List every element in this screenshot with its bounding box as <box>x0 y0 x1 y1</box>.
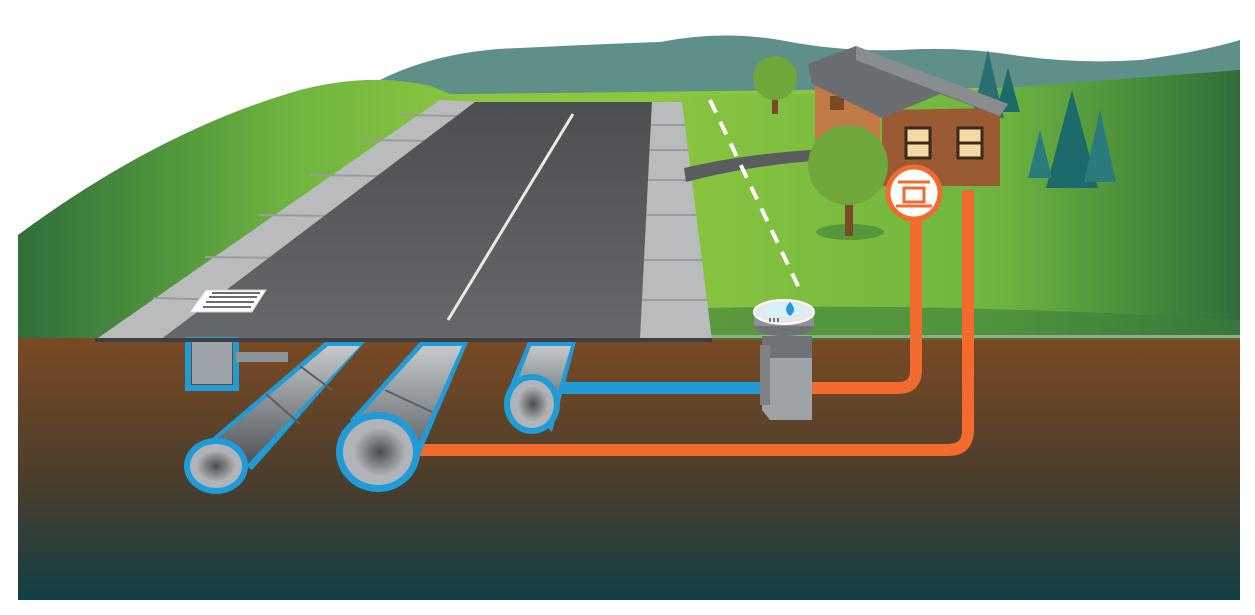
property-line <box>708 99 802 291</box>
road-surface <box>160 102 652 340</box>
front-tree <box>808 125 888 240</box>
catch-basin <box>185 337 288 391</box>
road-center-line <box>446 113 575 321</box>
back-tree <box>753 56 797 114</box>
water-main-pipe <box>504 342 576 434</box>
meter-vault <box>760 336 812 420</box>
water-meter-icon <box>753 299 815 336</box>
sewer-main-pipe <box>336 342 468 492</box>
pine-trees <box>972 50 1116 188</box>
storm-drain-grate-icon <box>189 289 267 313</box>
sewer-lateral-main <box>412 190 974 456</box>
left-hill <box>18 79 470 345</box>
left-sidewalk <box>95 100 480 340</box>
right-curb <box>640 102 712 340</box>
sewer-lateral-vault <box>808 210 922 394</box>
house-windows <box>904 126 984 160</box>
storm-pipe <box>184 342 365 494</box>
right-curb-joints <box>642 124 707 301</box>
sewer-cleanout-icon <box>885 164 943 222</box>
house-roof <box>808 46 1008 118</box>
